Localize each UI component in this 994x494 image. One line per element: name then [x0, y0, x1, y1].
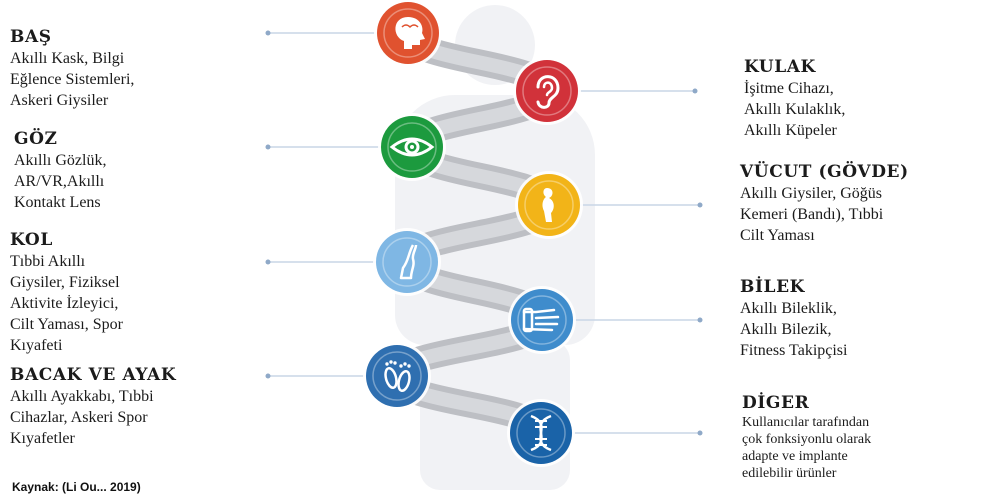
connector-dot [692, 88, 698, 94]
category-goz: GÖZ Akıllı Gözlük, AR/VR,Akıllı Kontakt … [14, 129, 106, 213]
category-title: VÜCUT (GÖVDE) [740, 162, 909, 182]
connector-dot [265, 144, 271, 150]
category-title: DİGER [742, 393, 810, 413]
connector-dot [697, 202, 703, 208]
arm-icon [399, 244, 418, 280]
node-circle [511, 289, 573, 351]
node-arm [373, 228, 441, 296]
category-title: BİLEK [740, 277, 806, 297]
category-text: Akıllı Kask, Bilgi Eğlence Sistemleri, A… [10, 50, 135, 109]
connector-dot [265, 259, 271, 265]
footprints-icon [384, 360, 411, 392]
category-text: Akıllı Bileklik, Akıllı Bilezik, Fitness… [740, 300, 848, 359]
node-head-profile [374, 0, 442, 67]
node-wrist-hand [508, 286, 576, 354]
torso-icon [542, 188, 554, 222]
node-footprints [363, 342, 431, 410]
connector-dot [697, 317, 703, 323]
eye-icon [389, 137, 435, 157]
category-bacak-ve-ayak: BACAK VE AYAK Akıllı Ayakkabı, Tıbbi Cih… [10, 365, 176, 449]
category-text: Kullanıcılar tarafından çok fonksiyonlu … [742, 415, 872, 481]
source-note: Kaynak: (Li Ou... 2019) [12, 480, 141, 494]
wrist-hand-icon [522, 307, 560, 333]
connector-dot [265, 373, 271, 379]
ear-icon [536, 75, 560, 109]
category-title: BACAK VE AYAK [10, 365, 177, 385]
node-circle [516, 60, 578, 122]
category-text: Akıllı Ayakkabı, Tıbbi Cihazlar, Askeri … [10, 388, 154, 447]
head-profile-icon [395, 17, 425, 49]
dna-icon [530, 414, 552, 452]
category-text: İşitme Cihazı, Akıllı Kulaklık, Akıllı K… [744, 80, 846, 139]
connector-dot [697, 430, 703, 436]
category-title: BAŞ [10, 27, 52, 47]
category-text: Tıbbi Akıllı Giysiler, Fiziksel Aktivite… [10, 253, 123, 354]
node-circle [366, 345, 428, 407]
node-dna [507, 399, 575, 467]
category-text: Akıllı Gözlük, AR/VR,Akıllı Kontakt Lens [14, 152, 107, 211]
category-diger: DİGER Kullanıcılar tarafından çok fonksi… [742, 393, 871, 482]
category-title: KOL [10, 230, 53, 250]
category-bilek: BİLEK Akıllı Bileklik, Akıllı Bilezik, F… [740, 277, 847, 361]
category-kol: KOL Tıbbi Akıllı Giysiler, Fiziksel Akti… [10, 230, 123, 356]
connector-dot [265, 30, 271, 36]
category-kulak: KULAK İşitme Cihazı, Akıllı Kulaklık, Ak… [744, 57, 845, 141]
category-text: Akıllı Giysiler, Göğüs Kemeri (Bandı), T… [740, 185, 884, 244]
node-ear [513, 57, 581, 125]
category-title: GÖZ [14, 129, 58, 149]
category-bas: BAŞ Akıllı Kask, Bilgi Eğlence Sistemler… [10, 27, 134, 111]
node-torso [515, 171, 583, 239]
category-title: KULAK [744, 57, 816, 77]
category-vucut-govde: VÜCUT (GÖVDE) Akıllı Giysiler, Göğüs Kem… [740, 162, 909, 246]
node-eye [378, 113, 446, 181]
